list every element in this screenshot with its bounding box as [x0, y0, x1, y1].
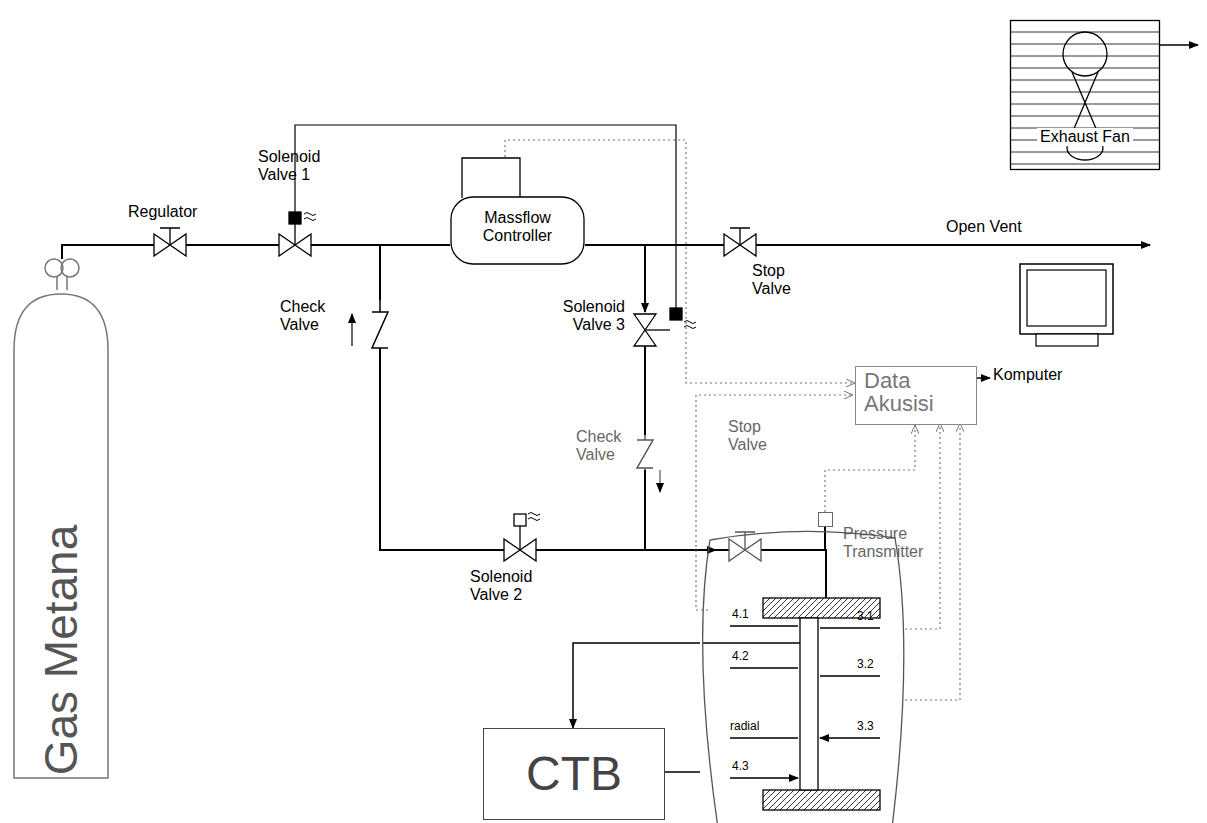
- gas-cylinder-valve: [45, 259, 79, 290]
- device-label: CTB: [526, 748, 622, 801]
- check-valve-symbol: [637, 435, 660, 492]
- device-label: Pressure Transmitter: [843, 525, 951, 562]
- sensor-number: 4.1: [732, 608, 749, 622]
- sensor-number: 4.2: [732, 650, 749, 664]
- valve-label: Solenoid Valve 3: [545, 298, 625, 335]
- valve-label: Stop Valve: [752, 262, 804, 299]
- device-label: Massflow Controller: [450, 209, 585, 246]
- signal-connector: [825, 425, 915, 512]
- data-acquisition-box: Data Akusisi: [855, 366, 977, 425]
- valve-label: Open Vent: [946, 218, 1066, 236]
- pipe-connector: [573, 643, 700, 728]
- sensor-number: 3.2: [857, 658, 874, 672]
- massflow-controller: Massflow Controller: [450, 157, 585, 265]
- computer: Komputer: [990, 262, 1116, 390]
- ctb-box: CTB: [483, 728, 665, 820]
- gas-cylinder: Gas Metana: [10, 290, 112, 780]
- valve-label: Regulator: [128, 203, 218, 221]
- exhaust-fan-symbol: [1010, 20, 1160, 170]
- pipe-connector: [665, 771, 700, 773]
- solenoid-valve-symbol: [504, 513, 540, 562]
- control-line: [295, 125, 676, 308]
- regulator-symbol: [154, 228, 186, 256]
- reactor-internals: [702, 598, 880, 810]
- solenoid-valve-symbol: [634, 308, 696, 346]
- reactor-vessel: 4.1 3.1 4.2 3.2 radial 3.3 4.3: [700, 528, 905, 823]
- sensor-number: 3.3: [857, 720, 874, 734]
- stop-valve-symbol: [724, 228, 756, 256]
- valve-label: Stop Valve: [728, 418, 780, 455]
- fan-label: Exhaust Fan: [1037, 128, 1133, 146]
- pressure-transmitter: Pressure Transmitter: [818, 512, 833, 527]
- sensor-number: 3.1: [857, 610, 874, 624]
- valve-label: Solenoid Valve 1: [258, 148, 333, 185]
- device-label: Komputer: [993, 366, 1062, 384]
- solenoid-valve-symbol: [279, 212, 316, 256]
- sensor-label: radial: [730, 720, 759, 734]
- exhaust-arrow: [1160, 44, 1198, 45]
- reactor-vessel-outline: [700, 528, 905, 823]
- valve-label: Check Valve: [280, 298, 340, 335]
- valve-label: Check Valve: [576, 428, 636, 465]
- signal-lines: [696, 395, 960, 700]
- sensor-number: 4.3: [732, 760, 749, 774]
- exhaust-fan: Exhaust Fan: [1010, 20, 1160, 170]
- pipes: [62, 245, 1150, 598]
- device-label: Data Akusisi: [856, 367, 976, 417]
- pipe-connector: [977, 377, 990, 379]
- check-valve-symbol: [352, 300, 388, 352]
- valve-label: Solenoid Valve 2: [470, 568, 550, 605]
- cylinder-label: Gas Metana: [38, 525, 84, 776]
